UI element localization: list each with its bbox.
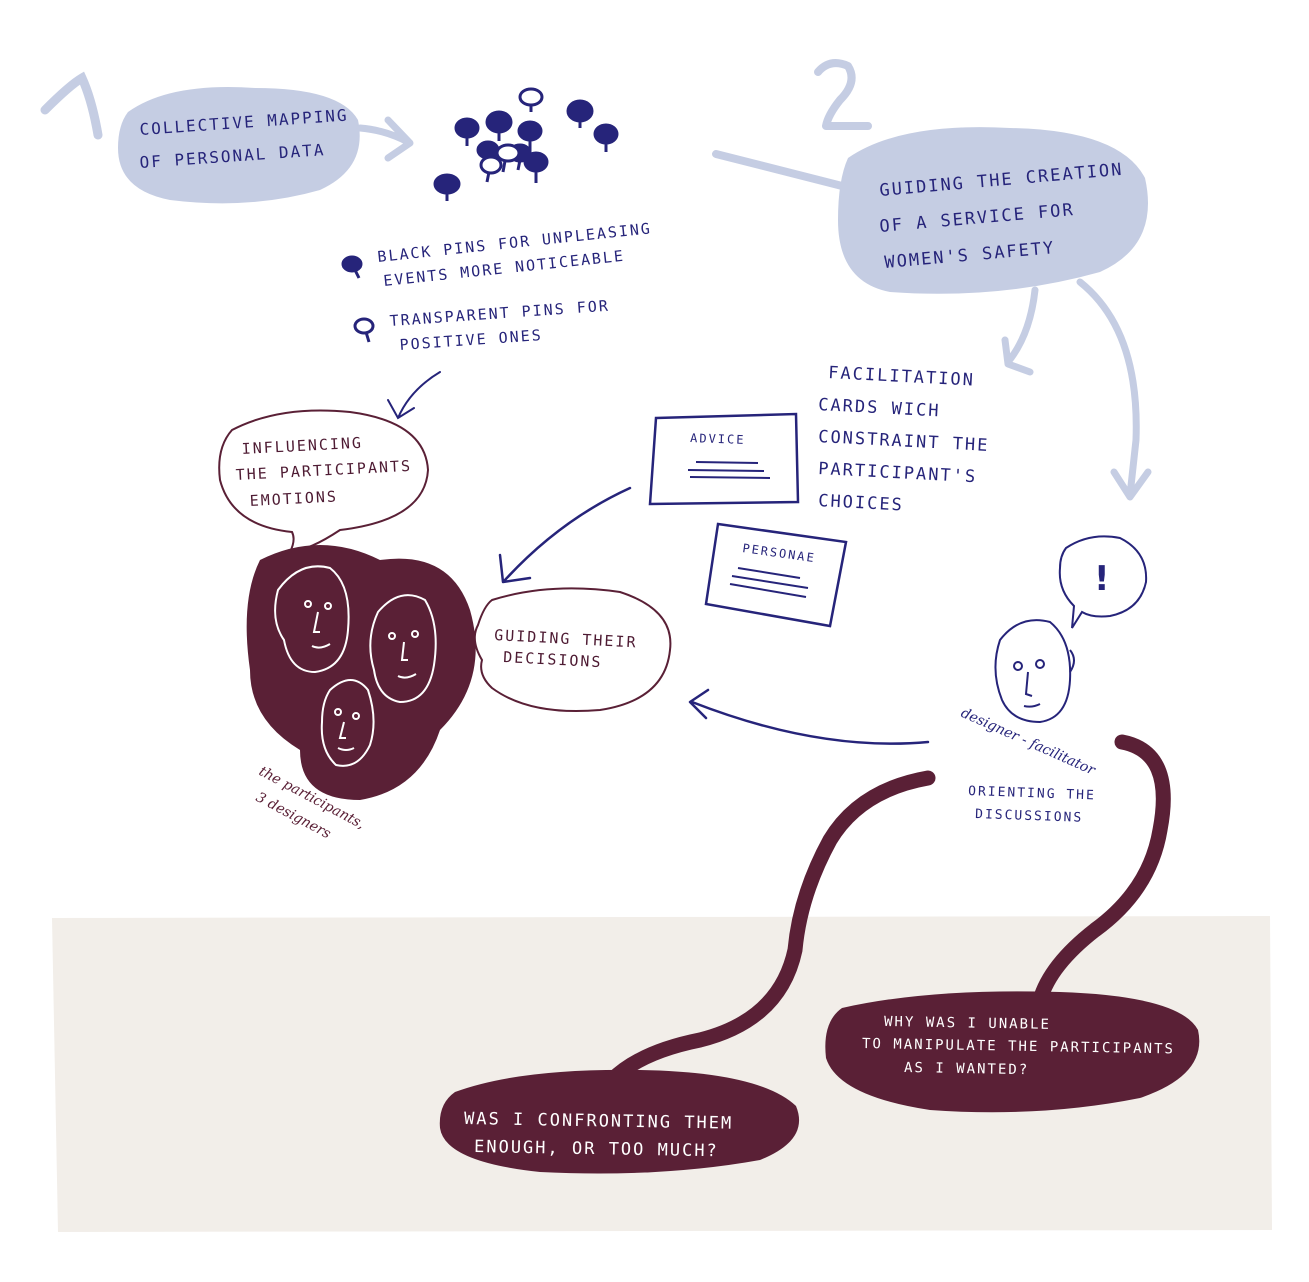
guiding-line2: DECISIONS — [503, 648, 603, 671]
personae-card: PERSONAE — [704, 522, 848, 628]
arrow-to-pins — [356, 116, 414, 162]
legend-transparent-line2: POSITIVE ONES — [399, 326, 543, 354]
filled-pin-icon — [341, 255, 363, 279]
legend-transparent-line1: TRANSPARENT PINS FOR — [389, 297, 610, 330]
orienting-line1: ORIENTING THE — [968, 784, 1096, 803]
question-bubble-right — [825, 991, 1200, 1113]
connector-step1-to-step2 — [712, 150, 854, 192]
outline-pin-icon — [479, 155, 503, 183]
participant-face — [274, 565, 350, 674]
question-right-line3: AS I WANTED? — [904, 1060, 1029, 1078]
participant-face — [369, 594, 437, 704]
influencing-bubble — [218, 409, 430, 554]
filled-pin-icon — [517, 120, 543, 152]
question-left-line2: ENOUGH, OR TOO MUCH? — [474, 1137, 719, 1161]
filled-pin-icon — [485, 110, 513, 141]
facilitator-caption: designer - facilitator — [958, 705, 1098, 779]
question-right-line1: WHY WAS I UNABLE — [884, 1014, 1051, 1033]
facilitation-line2: CARDS WICH — [818, 395, 941, 421]
step-two-bubble — [838, 127, 1148, 294]
facilitation-line1: FACILITATION — [828, 363, 976, 391]
guiding-bubble — [473, 587, 672, 713]
filled-pin-icon — [566, 99, 594, 128]
outline-pin-icon — [353, 317, 375, 343]
arrow-step2-to-cards — [1001, 286, 1039, 376]
filled-pin-icon — [433, 173, 461, 201]
filled-pin-icon — [593, 123, 619, 152]
participants-blob — [246, 545, 476, 800]
step-two-numeral-stroke — [814, 59, 872, 130]
filled-pin-icon — [454, 117, 480, 146]
participant-face — [320, 679, 375, 767]
influencing-line3: EMOTIONS — [249, 487, 338, 510]
facilitation-line5: CHOICES — [818, 491, 905, 515]
question-left-line1: WAS I CONFRONTING THEM — [464, 1109, 733, 1134]
facilitation-line3: CONSTRAINT THE — [818, 427, 990, 456]
question-right-line2: TO MANIPULATE THE PARTICIPANTS — [862, 1036, 1175, 1057]
question-bubble-left — [439, 1069, 800, 1174]
pin-cluster — [433, 87, 619, 201]
outline-pin-icon — [495, 143, 521, 173]
facilitator-face — [994, 619, 1075, 724]
facilitation-line4: PARTICIPANT'S — [818, 459, 978, 487]
arrow-legend-to-participants — [387, 371, 441, 420]
arrow-step2-to-facilitator — [1076, 278, 1152, 501]
exclamation-mark: ! — [1094, 559, 1110, 599]
advice-card-title: ADVICE — [690, 431, 746, 447]
advice-card: ADVICE — [648, 412, 800, 506]
arrow-facilitator-to-participants — [688, 688, 930, 745]
step-one-bubble — [118, 87, 360, 204]
arrow-cards-to-participants — [498, 486, 632, 584]
orienting-line2: DISCUSSIONS — [975, 807, 1084, 826]
outline-pin-icon — [518, 87, 544, 112]
question-stem-left — [604, 770, 936, 1088]
exclamation-bubble — [1058, 535, 1148, 629]
step-one-numeral-stroke — [40, 71, 103, 140]
question-stem-right — [1032, 734, 1171, 1008]
